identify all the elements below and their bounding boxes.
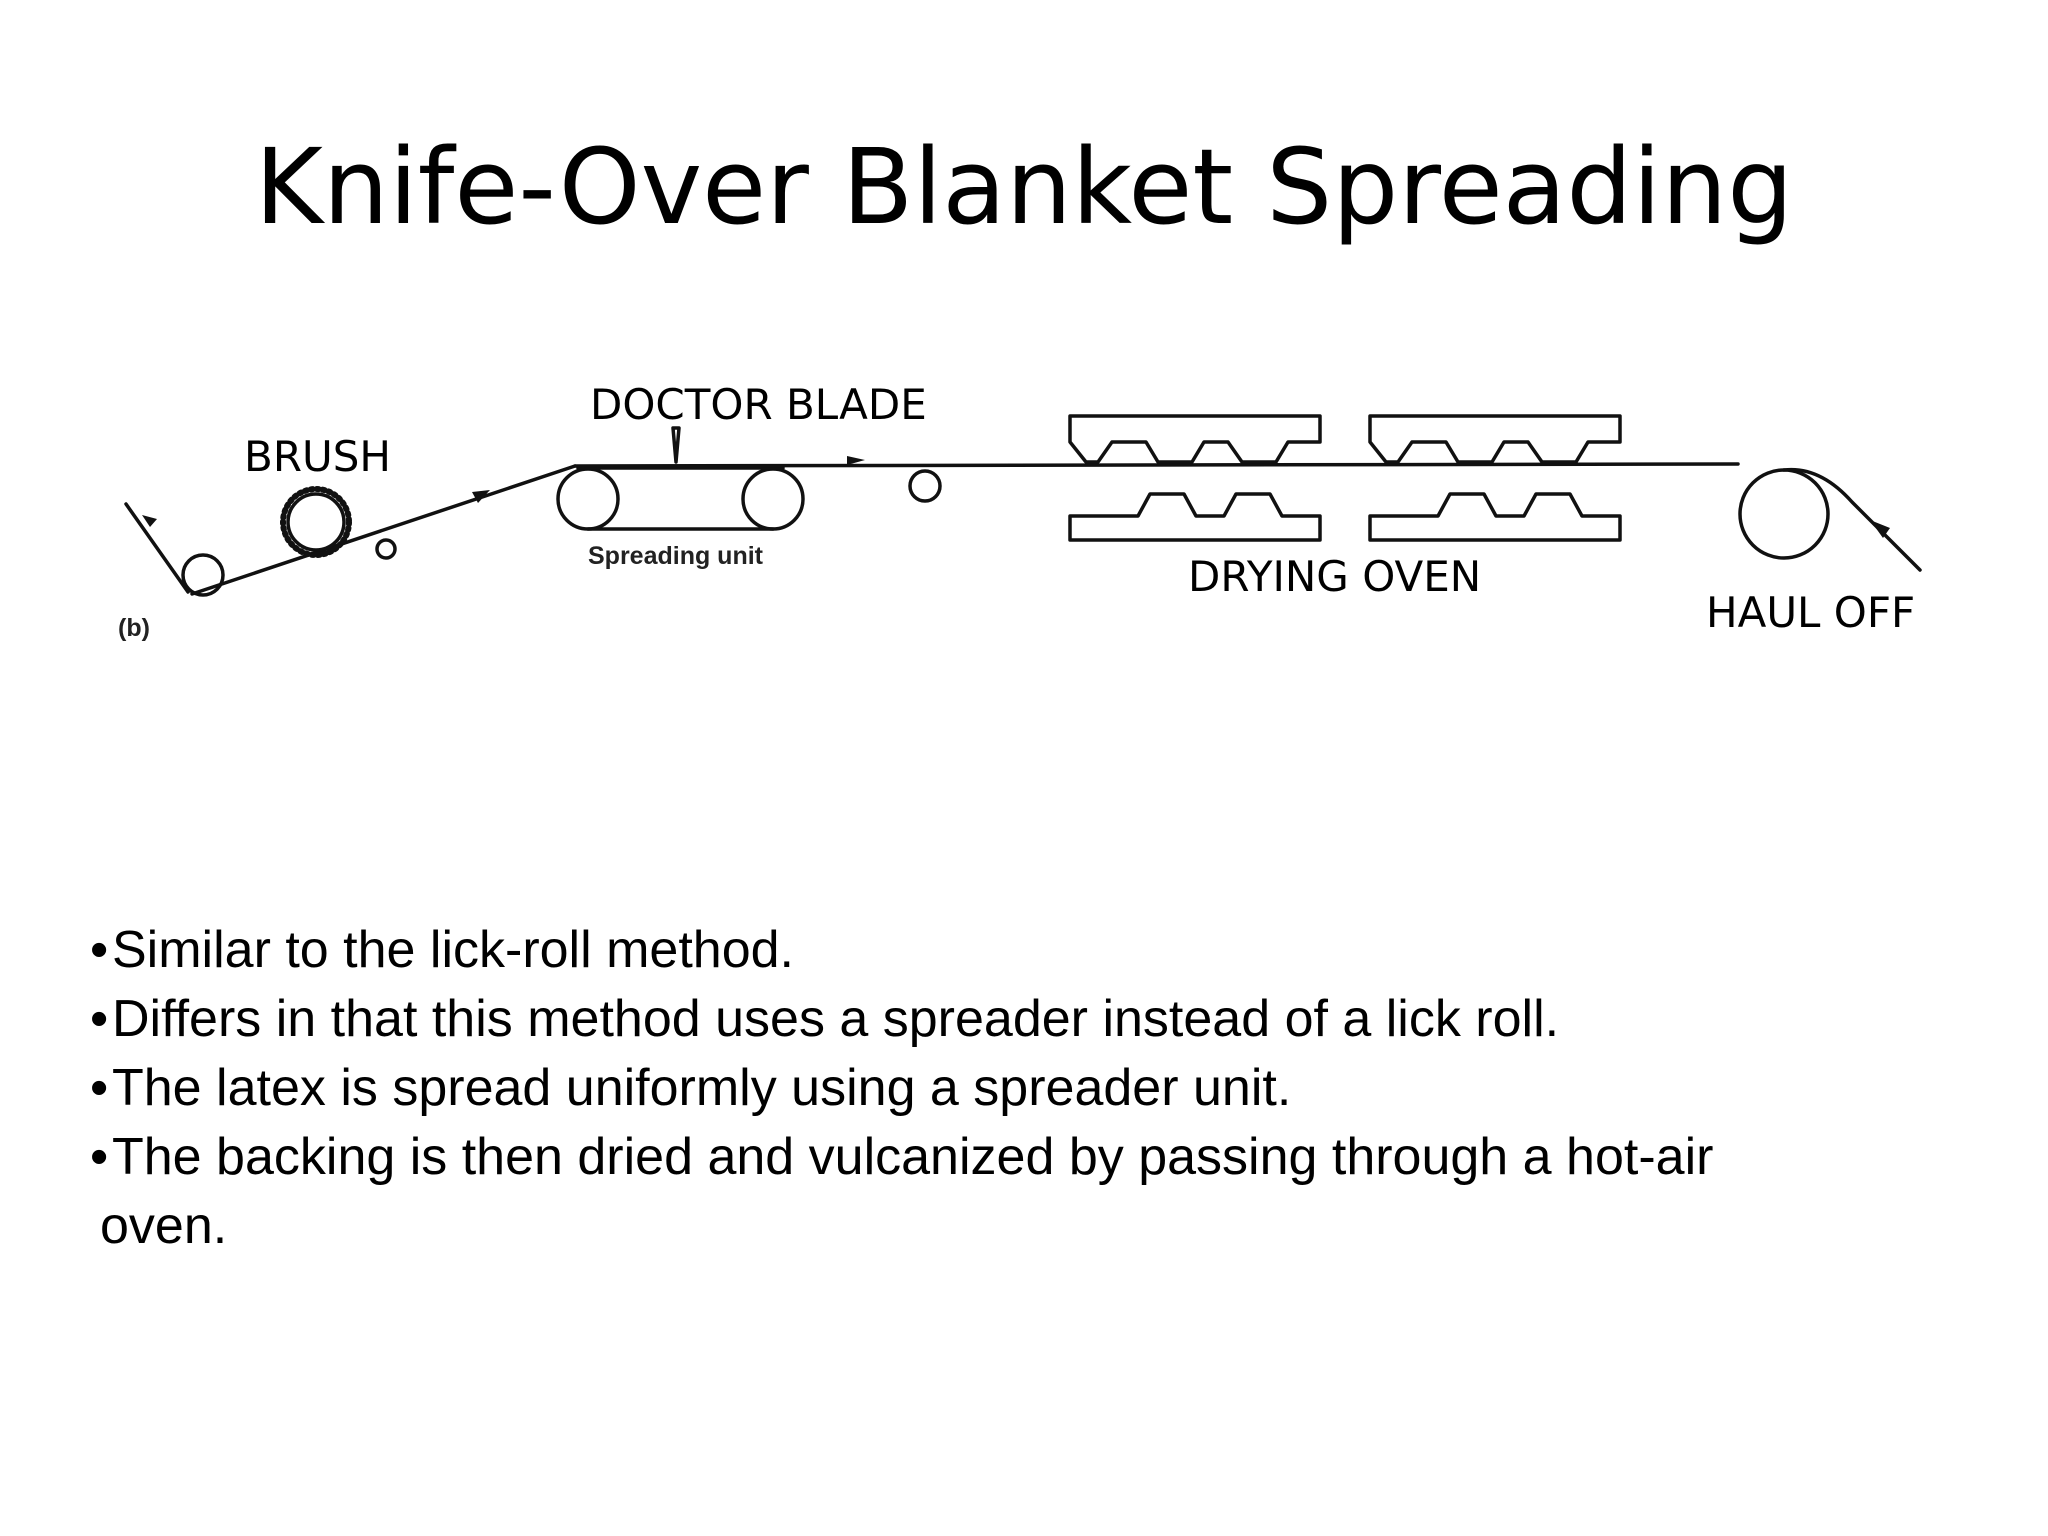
doctor-blade-icon <box>671 426 681 464</box>
process-diagram-drawing <box>124 414 1922 597</box>
web-arrow-2-icon <box>847 456 865 465</box>
idler-roll-1 <box>375 538 397 560</box>
oven-right-top <box>1368 414 1622 464</box>
label-drying-oven: DRYING OVEN <box>1188 552 1482 601</box>
label-panel-tag: (b) <box>118 614 150 642</box>
bullet-marker: • <box>90 990 109 1048</box>
idler-roll-2 <box>908 469 942 503</box>
oven-left-bottom <box>1068 492 1322 542</box>
web-arrow-icon <box>472 490 490 503</box>
haul-off-roll <box>1738 468 1830 560</box>
web-incline <box>190 464 577 596</box>
bullet-text: The backing is then dried and vulcanized… <box>112 1128 1714 1186</box>
bullet-text: The latex is spread uniformly using a sp… <box>112 1059 1292 1117</box>
bullet-item: •The backing is then dried and vulcanize… <box>90 1123 1970 1261</box>
oven-right-bottom <box>1368 492 1622 542</box>
process-diagram: BRUSH DOCTOR BLADE Spreading unit DRYING… <box>100 370 1940 670</box>
feed-line <box>124 502 190 594</box>
bullet-marker: • <box>90 921 109 979</box>
bullet-text: Differs in that this method uses a sprea… <box>112 990 1560 1048</box>
spreading-roll-left <box>556 467 620 531</box>
bullet-list: •Similar to the lick-roll method. •Diffe… <box>90 916 1970 1261</box>
bullet-item: •Differs in that this method uses a spre… <box>90 985 1970 1054</box>
bullet-item: •The latex is spread uniformly using a s… <box>90 1054 1970 1123</box>
oven-left-top <box>1068 414 1322 464</box>
slide-title: Knife-Over Blanket Spreading <box>254 126 1794 248</box>
spreading-roll-right <box>741 467 805 531</box>
brush-bristles <box>280 486 352 558</box>
bullet-item: •Similar to the lick-roll method. <box>90 916 1970 985</box>
brush-roll <box>286 492 346 552</box>
haul-off-out <box>1782 467 1922 572</box>
label-haul-off: HAUL OFF <box>1706 588 1916 637</box>
guide-roll-1 <box>181 553 225 597</box>
label-doctor-blade: DOCTOR BLADE <box>590 380 927 429</box>
bullet-marker: • <box>90 1128 109 1186</box>
feed-arrow-icon <box>142 515 157 527</box>
label-spreading-unit: Spreading unit <box>588 542 763 570</box>
bullet-marker: • <box>90 1059 109 1117</box>
label-brush: BRUSH <box>244 432 391 481</box>
bullet-text: Similar to the lick-roll method. <box>112 921 794 979</box>
haul-off-arrow-icon <box>1870 520 1890 538</box>
bullet-text-continuation: oven. <box>100 1197 228 1255</box>
spreading-belt <box>576 466 785 531</box>
web-main <box>573 462 1740 468</box>
